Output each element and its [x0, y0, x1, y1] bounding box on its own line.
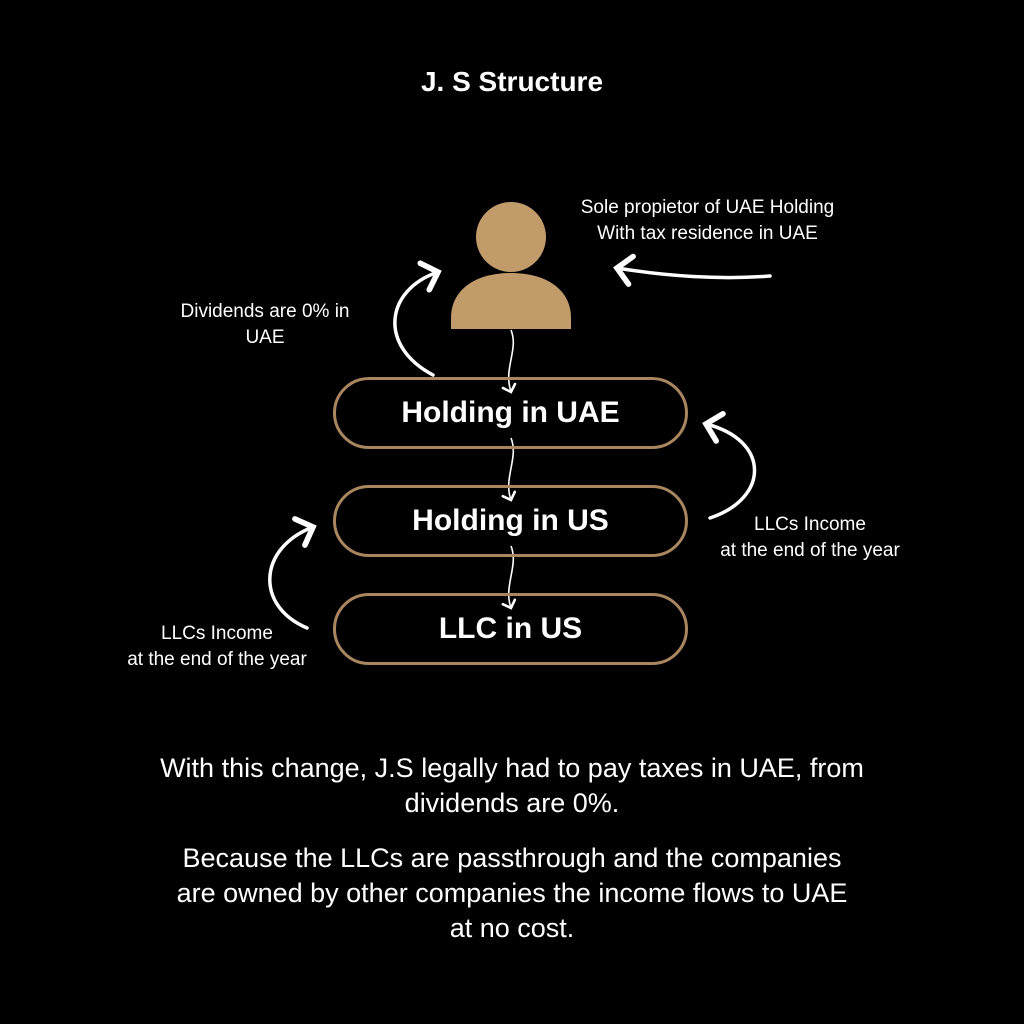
note-line: at the end of the year: [720, 540, 900, 561]
diagram-title: J. S Structure: [420, 66, 604, 97]
note-line: Dividends are 0% in: [180, 301, 350, 322]
flow-arrow-us-to-llc: [501, 545, 517, 610]
note-line: Sole propietor of UAE Holding: [580, 197, 835, 218]
note-llc-income-right: LLCs Income at the end of the year: [695, 512, 925, 564]
note-sole-proprietor: Sole propietor of UAE Holding With tax r…: [540, 195, 875, 247]
paragraph-line: at no cost.: [449, 913, 575, 943]
note-dividends: Dividends are 0% in UAE: [150, 299, 380, 351]
note-line: LLCs Income: [754, 514, 866, 535]
paragraph-line: dividends are 0%.: [404, 788, 620, 818]
note-line: LLCs Income: [161, 623, 273, 644]
note-llc-income-left: LLCs Income at the end of the year: [102, 621, 332, 673]
holding-us-box: Holding in US: [333, 485, 688, 557]
explanation-paragraph-1: With this change, J.S legally had to pay…: [60, 751, 964, 821]
paragraph-line: Because the LLCs are passthrough and the…: [182, 843, 842, 873]
note-line: UAE: [245, 327, 285, 348]
llc-us-box: LLC in US: [333, 593, 688, 665]
llc-income-left-arrow: [268, 516, 317, 630]
flow-arrow-uae-to-us: [501, 437, 517, 502]
sole-proprietor-arrow: [613, 253, 772, 287]
explanation-paragraph-2: Because the LLCs are passthrough and the…: [60, 841, 964, 946]
note-line: With tax residence in UAE: [597, 223, 818, 244]
paragraph-line: are owned by other companies the income …: [176, 878, 848, 908]
person-icon: [451, 202, 571, 329]
llc-income-right-arrow: [702, 411, 757, 520]
dividends-arrow: [393, 260, 442, 377]
flow-arrow-person-to-uae: [501, 329, 517, 394]
paragraph-line: With this change, J.S legally had to pay…: [160, 753, 864, 783]
note-line: at the end of the year: [127, 649, 307, 670]
holding-uae-box: Holding in UAE: [333, 377, 688, 449]
